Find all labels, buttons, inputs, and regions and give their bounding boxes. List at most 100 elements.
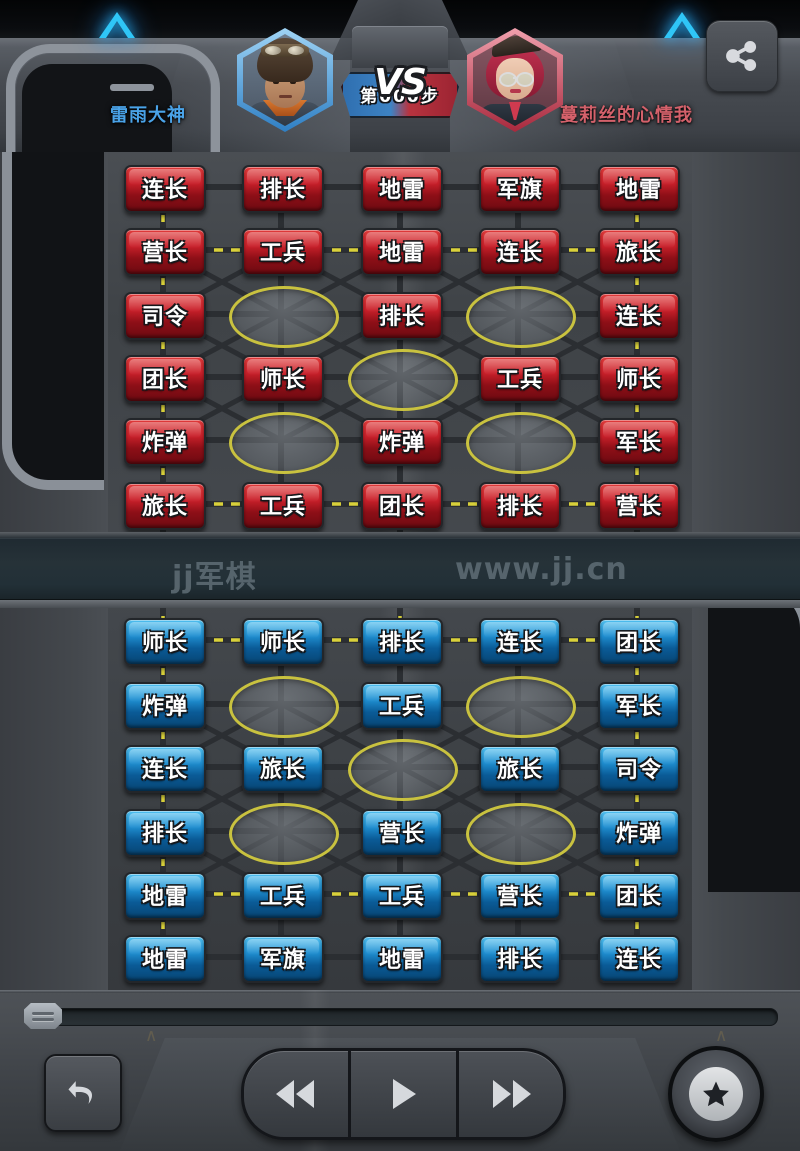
camp-slot[interactable] [348,349,458,411]
red-piece[interactable]: 地雷 [361,165,443,213]
blue-piece[interactable]: 连长 [598,935,680,983]
piece-highlight [603,622,675,638]
blue-piece[interactable]: 旅长 [479,745,561,793]
piece-highlight [366,422,438,438]
blue-piece[interactable]: 团长 [598,618,680,666]
board-frame-right [700,582,800,892]
replay-slider[interactable] [24,1003,778,1029]
piece-highlight [484,939,556,955]
red-piece[interactable]: 炸弹 [361,418,443,466]
red-piece[interactable]: 工兵 [479,355,561,403]
blue-piece[interactable]: 工兵 [361,872,443,920]
hud-bracket-left [6,40,220,152]
piece-label: 军旗 [259,948,306,973]
red-piece[interactable]: 团长 [361,482,443,530]
replay-slider-handle[interactable] [24,1003,62,1029]
camp-slot[interactable] [466,803,576,865]
piece-label: 团长 [615,885,662,910]
red-piece[interactable]: 师长 [598,355,680,403]
blue-piece[interactable]: 工兵 [242,872,324,920]
piece-highlight [129,169,201,185]
blue-piece[interactable]: 师长 [124,618,206,666]
fast-forward-button[interactable] [455,1051,563,1137]
blue-piece[interactable]: 营长 [479,872,561,920]
piece-label: 营长 [615,495,662,520]
blue-piece[interactable]: 军长 [598,682,680,730]
camp-slot[interactable] [466,286,576,348]
camp-slot[interactable] [229,286,339,348]
blue-piece[interactable]: 炸弹 [598,809,680,857]
piece-label: 地雷 [141,885,188,910]
blue-piece[interactable]: 团长 [598,872,680,920]
camp-slot[interactable] [229,412,339,474]
piece-label: 连长 [496,631,543,656]
decor-caret: ∧ [715,1026,728,1046]
undo-button[interactable] [44,1054,122,1132]
red-piece[interactable]: 营长 [124,228,206,276]
favorite-button[interactable] [668,1046,764,1142]
camp-slot[interactable] [348,739,458,801]
play-button[interactable] [348,1051,455,1137]
blue-piece[interactable]: 工兵 [361,682,443,730]
red-piece[interactable]: 连长 [598,292,680,340]
red-piece[interactable]: 营长 [598,482,680,530]
red-piece[interactable]: 工兵 [242,482,324,530]
piece-highlight [484,169,556,185]
red-piece[interactable]: 排长 [242,165,324,213]
blue-piece[interactable]: 地雷 [124,935,206,983]
rewind-icon [276,1080,315,1108]
piece-highlight [366,686,438,702]
blue-piece[interactable]: 营长 [361,809,443,857]
red-piece[interactable]: 排长 [361,292,443,340]
piece-label: 军长 [615,695,662,720]
red-piece[interactable]: 工兵 [242,228,324,276]
piece-highlight [603,686,675,702]
piece-highlight [129,296,201,312]
piece-label: 连长 [615,305,662,330]
blue-player-avatar[interactable] [237,28,333,132]
blue-piece[interactable]: 炸弹 [124,682,206,730]
piece-label: 营长 [496,885,543,910]
blue-piece[interactable]: 军旗 [242,935,324,983]
blue-piece[interactable]: 排长 [124,809,206,857]
blue-piece[interactable]: 师长 [242,618,324,666]
blue-piece[interactable]: 地雷 [361,935,443,983]
piece-label: 地雷 [378,948,425,973]
red-piece[interactable]: 旅长 [124,482,206,530]
red-piece[interactable]: 炸弹 [124,418,206,466]
red-player-avatar[interactable] [467,28,563,132]
red-piece[interactable]: 排长 [479,482,561,530]
red-piece[interactable]: 地雷 [361,228,443,276]
red-piece[interactable]: 军长 [598,418,680,466]
blue-piece[interactable]: 连长 [479,618,561,666]
piece-highlight [129,486,201,502]
red-piece[interactable]: 旅长 [598,228,680,276]
red-piece[interactable]: 司令 [124,292,206,340]
piece-label: 旅长 [496,758,543,783]
red-piece[interactable]: 连长 [479,228,561,276]
red-piece[interactable]: 师长 [242,355,324,403]
camp-slot[interactable] [229,676,339,738]
blue-piece[interactable]: 连长 [124,745,206,793]
red-piece[interactable]: 军旗 [479,165,561,213]
camp-slot[interactable] [229,803,339,865]
blue-piece[interactable]: 排长 [361,618,443,666]
piece-highlight [603,169,675,185]
rewind-button[interactable] [244,1051,348,1137]
camp-slot[interactable] [466,676,576,738]
share-button[interactable] [706,20,778,92]
camp-slot[interactable] [466,412,576,474]
blue-piece[interactable]: 地雷 [124,872,206,920]
replay-slider-track[interactable] [52,1008,778,1026]
blue-piece[interactable]: 司令 [598,745,680,793]
red-piece[interactable]: 地雷 [598,165,680,213]
piece-label: 团长 [378,495,425,520]
blue-piece[interactable]: 旅长 [242,745,324,793]
piece-highlight [484,622,556,638]
blue-piece[interactable]: 排长 [479,935,561,983]
vs-label: VS [374,62,427,103]
red-piece[interactable]: 团长 [124,355,206,403]
red-piece[interactable]: 连长 [124,165,206,213]
piece-highlight [366,876,438,892]
